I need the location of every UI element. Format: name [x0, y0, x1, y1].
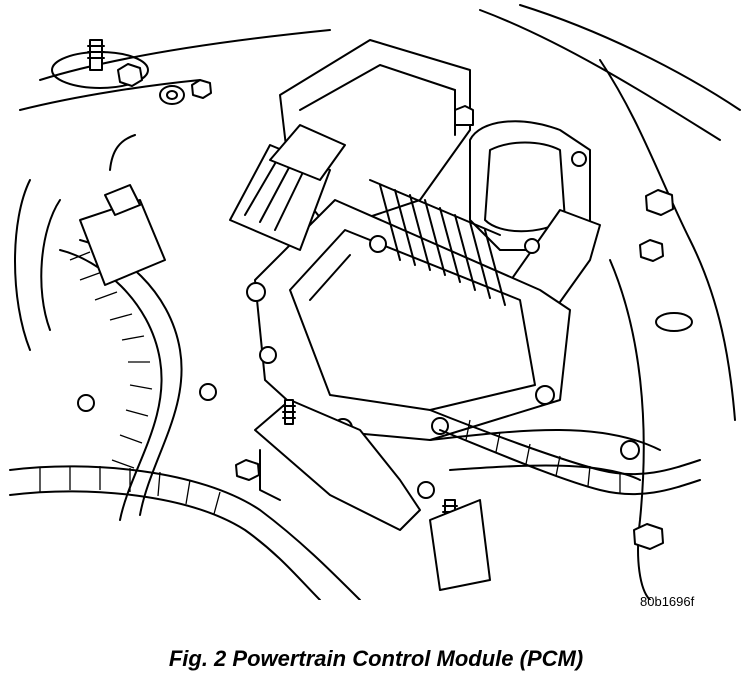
mounting-bracket	[254, 399, 491, 591]
strut-mount	[51, 39, 212, 105]
bolt-heads-right	[620, 189, 693, 550]
figure-caption: Fig. 2 Powertrain Control Module (PCM)	[168, 646, 584, 671]
wiring-harness	[9, 239, 701, 600]
air-box	[279, 39, 474, 231]
bolt-heads-left	[77, 383, 281, 501]
body-panel-lines	[19, 4, 741, 600]
drawing-reference-id: 80b1696f	[640, 594, 695, 609]
harness-connector	[14, 134, 166, 351]
throttle-body	[469, 120, 601, 331]
pcm-module	[229, 124, 571, 499]
pcm-engine-bay-illustration	[9, 4, 741, 600]
